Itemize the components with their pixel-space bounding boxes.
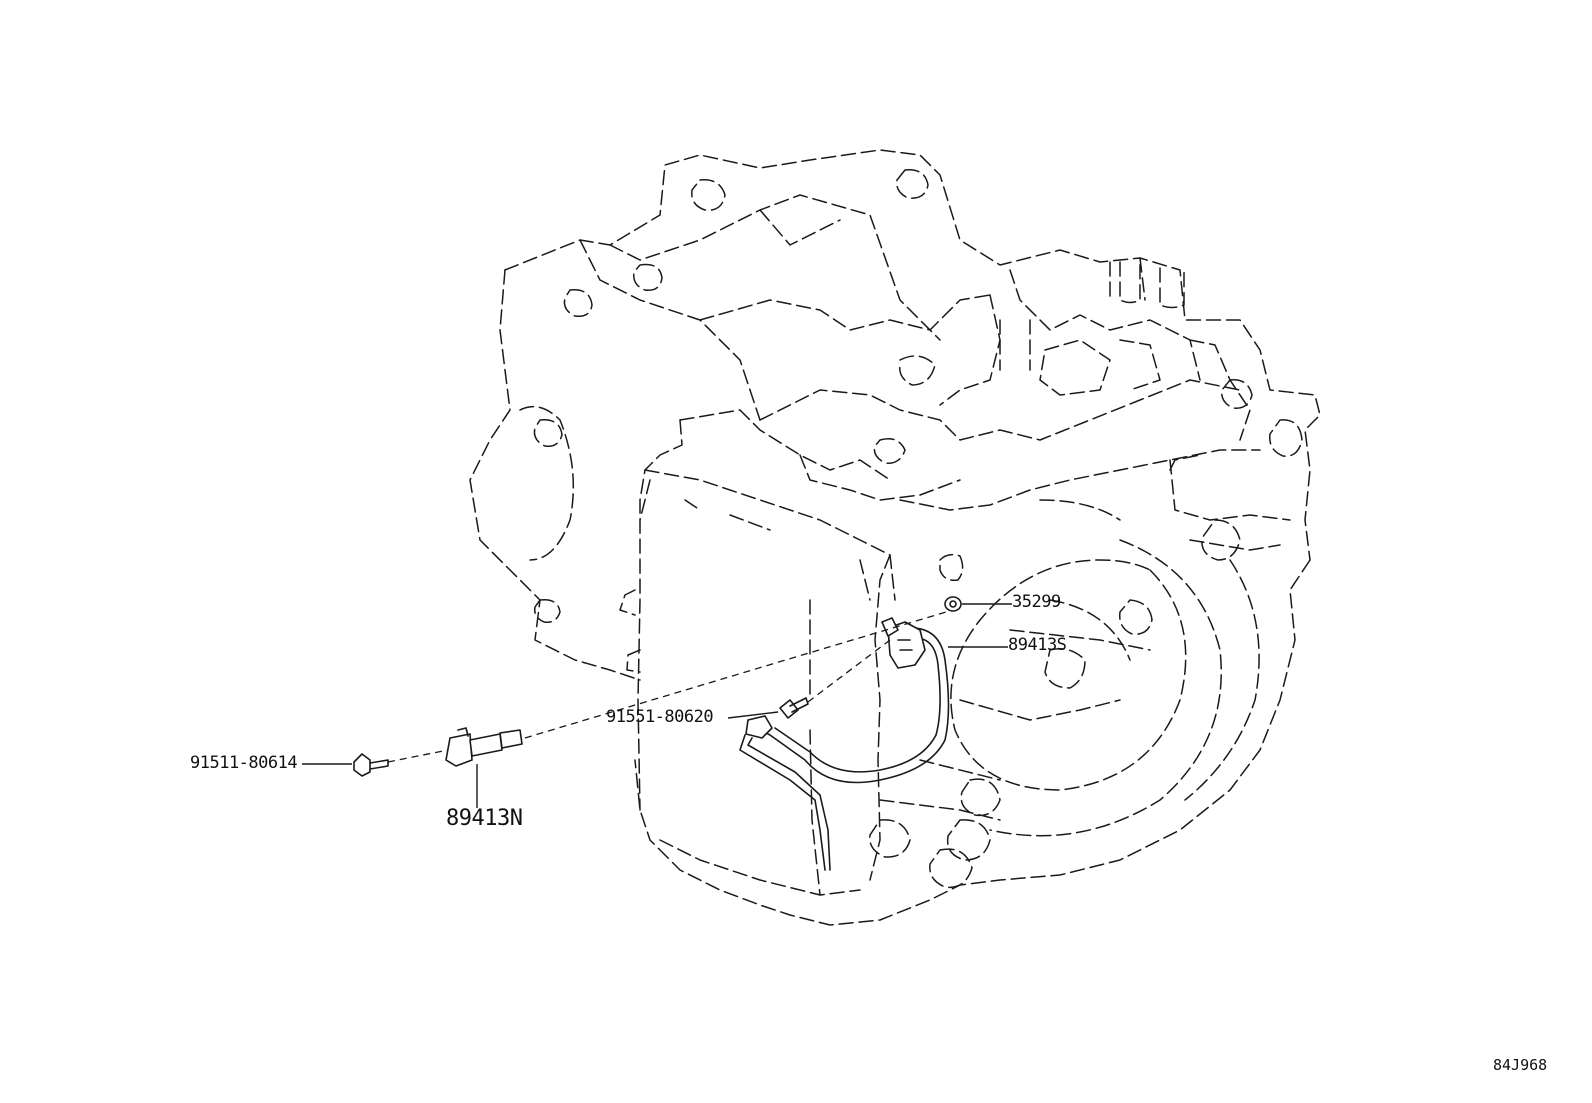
transaxle-housing [469,149,1321,926]
washer [944,596,962,612]
speed-sensor-n [445,733,473,767]
sensor-s-harness [739,617,950,871]
callout-91511-80614: 91511-80614 [190,753,298,773]
fasteners [353,596,962,777]
callout-91551-80620: 91551-80620 [606,707,714,727]
callout-89413n: 89413N [446,806,523,831]
leader-lines [302,603,1012,808]
illustration-code: 84J968 [1493,1056,1548,1074]
callout-35299: 35299 [1012,592,1061,612]
connector [745,715,773,739]
callout-89413s: 89413S [1008,635,1067,655]
bolt-lower [353,753,371,777]
